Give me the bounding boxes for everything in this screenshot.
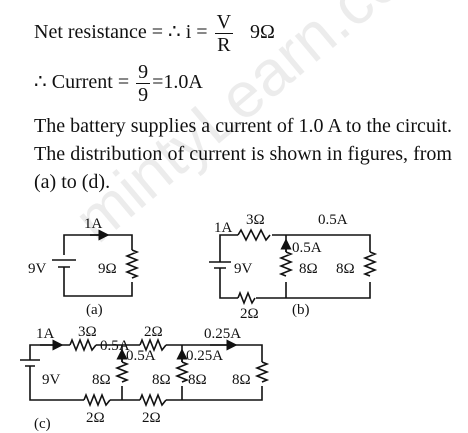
- eq2-rhs: =1.0A: [152, 71, 203, 94]
- eq1-i: i =: [185, 21, 208, 44]
- resistor-c-3ohm: [69, 337, 97, 353]
- battery-a: [52, 259, 76, 277]
- eq2-lhs: ∴ Current =: [34, 71, 130, 94]
- resistor-c-v3: [174, 361, 190, 383]
- label-a-resistor: 9Ω: [98, 261, 117, 277]
- resistor-c-2ohm-b2: [139, 392, 167, 408]
- resistor-c-v1: [114, 361, 130, 383]
- label-c-i3: 0.5A: [126, 348, 156, 364]
- circuit-a: [52, 229, 140, 297]
- label-b-i-mid: 0.5A: [292, 240, 322, 256]
- eq1-lhs: Net resistance =: [34, 21, 169, 44]
- circuit-c: [20, 337, 270, 408]
- resistor-b-right: [362, 251, 378, 277]
- eq1-num: V: [214, 11, 234, 34]
- circuit-b: [209, 228, 378, 306]
- eq2-num: 9: [136, 61, 151, 84]
- label-c-r2: 2Ω: [144, 324, 163, 340]
- resistor-b-mid: [278, 251, 294, 277]
- label-c-rv1: 8Ω: [92, 372, 111, 388]
- label-b-battery: 9V: [234, 261, 253, 277]
- label-c-r1: 3Ω: [78, 324, 97, 340]
- label-c-i4: 0.25A: [186, 348, 223, 364]
- battery-c: [20, 359, 40, 380]
- caption-c: (c): [34, 416, 51, 432]
- label-c-rv4: 8Ω: [232, 372, 251, 388]
- label-c-current: 1A: [36, 326, 55, 342]
- caption-b: (b): [292, 302, 310, 318]
- resistor-a: [124, 249, 140, 279]
- label-b-i-right: 0.5A: [318, 212, 348, 228]
- explanation-paragraph: The battery supplies a current of 1.0 A …: [34, 115, 452, 193]
- resistor-c-2ohm-top: [139, 337, 167, 353]
- label-c-i1: 0.5A: [100, 338, 130, 354]
- resistor-c-2ohm-b1: [83, 392, 111, 408]
- label-c-rb2: 2Ω: [142, 410, 161, 426]
- resistor-c-v4: [254, 361, 270, 383]
- label-a-current: 1A: [84, 216, 103, 232]
- label-c-rv2: 8Ω: [152, 372, 171, 388]
- resistor-b-bottom: [237, 290, 256, 306]
- label-b-r-bottom: 2Ω: [240, 306, 259, 322]
- label-b-r-top: 3Ω: [246, 212, 265, 228]
- eq2-den: 9: [138, 84, 149, 106]
- label-c-i2: 0.25A: [204, 326, 241, 342]
- eq1-therefore: ∴: [168, 21, 181, 44]
- label-c-battery: 9V: [42, 372, 61, 388]
- eq1-den: R: [217, 34, 231, 56]
- label-b-r-right: 8Ω: [336, 261, 355, 277]
- resistor-b-top: [237, 228, 271, 242]
- label-c-rb1: 2Ω: [86, 410, 105, 426]
- battery-b: [209, 261, 231, 275]
- label-b-current: 1A: [214, 220, 233, 236]
- eq1-value: 9Ω: [250, 21, 275, 44]
- label-b-r-mid: 8Ω: [299, 261, 318, 277]
- caption-a: (a): [86, 302, 103, 318]
- label-a-battery: 9V: [28, 261, 47, 277]
- label-c-rv3: 8Ω: [188, 372, 207, 388]
